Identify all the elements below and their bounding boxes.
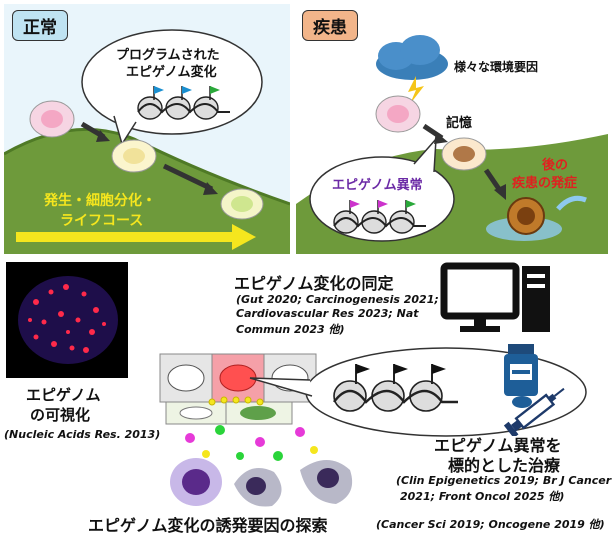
onset-line2: 疾患の発症 [512,176,578,191]
therapy-cite-1: (Clin Epigenetics 2019; Br J Cancer [396,474,612,487]
therapy-title-line1: エピゲノム異常を [434,436,562,455]
visualization-title-line2: の可視化 [30,406,91,424]
medicine-bottle-icon [504,344,538,408]
development-text-line1: 発生・細胞分化・ [44,193,156,209]
identification-title: エピゲノム変化の同定 [234,274,394,293]
computer-icon [440,262,550,332]
nucleosome-flag-icon [333,364,458,412]
thundercloud-icon [376,35,448,104]
development-text-line2: ライフコース [60,213,144,229]
normal-hill-illustration [4,29,290,254]
normal-panel: 正常 プログラムされた エピゲノム変化 発生・細胞分化・ ライフコース [4,4,290,254]
epigenome-abnormality-label: エピゲノム異常 [332,178,423,193]
inducing-factors-illustration [170,425,353,507]
identification-cite-3: Commun 2023 他) [236,323,345,336]
visualization-citation: (Nucleic Acids Res. 2013) [4,428,161,441]
nucleosome-flag-icon [137,86,230,120]
therapy-cite-2: 2021; Front Oncol 2025 他) [400,490,565,503]
environment-label: 様々な環境要因 [454,60,539,74]
onset-line1: 後の [542,158,569,173]
induction-title: エピゲノム変化の誘発要因の探索 [88,516,328,535]
nucleosome-flag-icon [333,200,426,234]
normal-bubble-line2: エピゲノム変化 [126,65,217,80]
identification-cite-2: Cardiovascular Res 2023; Nat [236,307,419,320]
normal-tag: 正常 [12,10,68,41]
visualization-title-line1: エピゲノム [26,386,101,404]
induction-citation: (Cancer Sci 2019; Oncogene 2019 他) [376,518,605,531]
identification-cite-1: (Gut 2020; Carcinogenesis 2021; [236,293,439,306]
nucleus-microscopy-image [6,262,128,378]
tissue-cells-illustration [159,347,587,437]
normal-bubble-line1: プログラムされた [116,48,220,63]
disease-panel: 疾患 様々な環境要因 記憶 エピゲノム異常 後の 疾患の発症 [296,4,608,254]
memory-label: 記憶 [446,116,473,131]
therapy-title-line2: 標的とした治療 [448,456,561,475]
syringe-icon [503,387,565,436]
disease-tag: 疾患 [302,10,358,41]
